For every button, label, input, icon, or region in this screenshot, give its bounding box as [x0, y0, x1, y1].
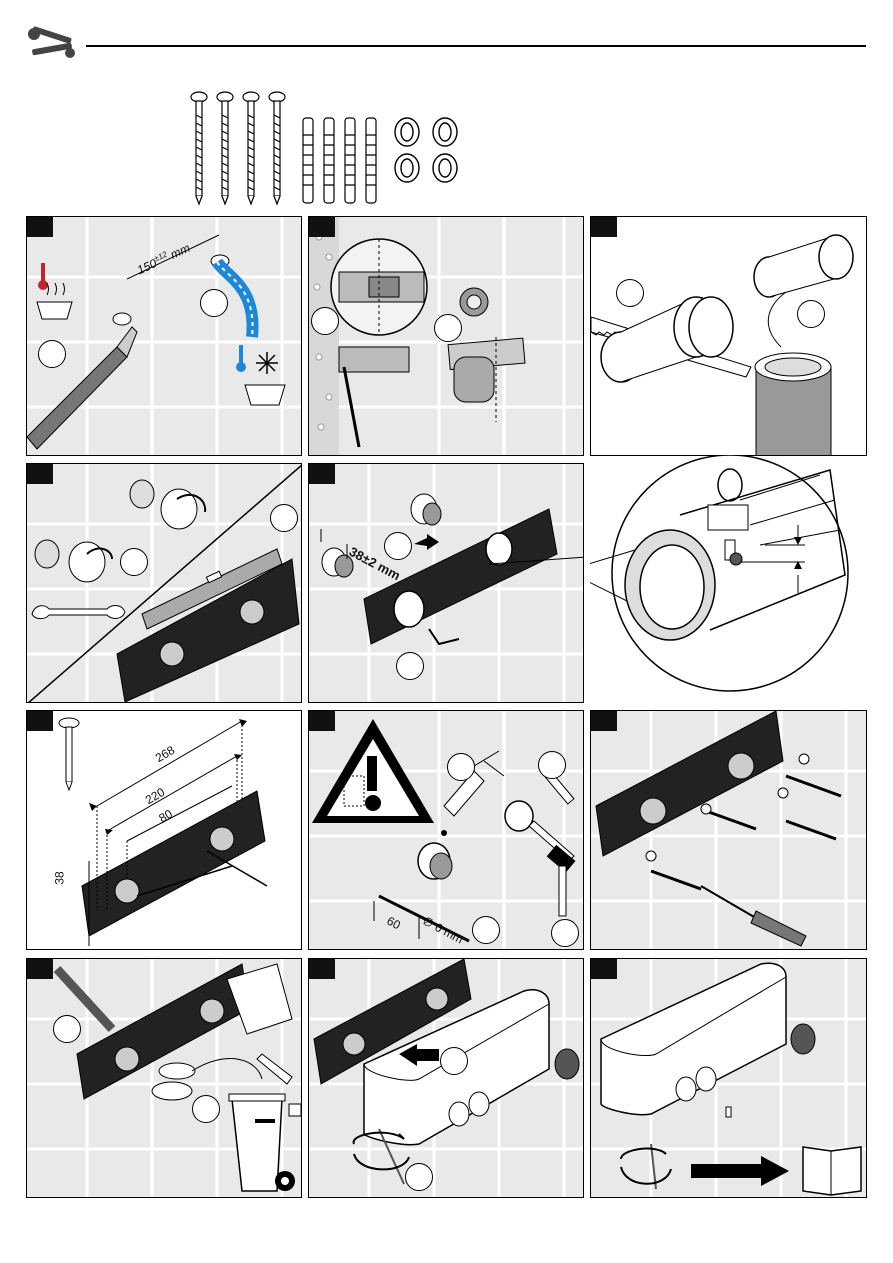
step-5-panel: 38±2 mm [308, 463, 584, 703]
mounting-plate-icon [77, 964, 249, 1099]
step-badge [27, 464, 53, 484]
sub-step-badge [38, 340, 66, 368]
dim-38-label: 38 [53, 871, 67, 884]
sub-step-badge [396, 652, 424, 680]
step-badge [309, 959, 335, 979]
step-9-panel [26, 958, 302, 1198]
step-badge [591, 711, 617, 731]
sub-step-badge [434, 314, 462, 342]
sub-step-badge [192, 1095, 220, 1123]
step-badge [591, 217, 617, 237]
step-4-panel [26, 463, 302, 703]
sub-step-badge [270, 504, 298, 532]
sub-step-badge [440, 1047, 468, 1075]
arrow-right-icon [691, 1156, 789, 1186]
header-rule [86, 45, 866, 47]
screwdriver-icon [701, 886, 761, 921]
step-badge [309, 464, 335, 484]
sub-step-badge [447, 753, 475, 781]
mounting-plate-icon [82, 791, 265, 936]
sub-step-badge [797, 300, 825, 328]
manual-book-icon [803, 1147, 861, 1195]
sub-step-badge [311, 307, 339, 335]
step-8-panel [590, 710, 867, 950]
wrench-icon [32, 606, 125, 619]
detail-circle [590, 455, 890, 700]
snowflake-icon [256, 352, 278, 374]
step-2-panel [308, 216, 584, 456]
mounting-plate-icon [596, 711, 783, 856]
parts-overview [185, 85, 465, 210]
sub-step-badge [200, 289, 228, 317]
sub-step-badge [551, 919, 579, 947]
sub-step-badge [616, 279, 644, 307]
trash-bin-icon [232, 1099, 282, 1191]
cold-water-icon [245, 385, 285, 405]
tools-icon [26, 26, 78, 60]
dowel-icons [303, 118, 376, 203]
step-badge [27, 217, 53, 237]
step-badge [591, 959, 617, 979]
step-7-panel: 60 ∅ 6 mm [308, 710, 584, 950]
sub-step-badge [384, 532, 412, 560]
sub-step-badge [53, 1015, 81, 1043]
step-badge [27, 711, 53, 731]
step-1-panel: 150±12 mm [26, 216, 302, 456]
step-6-panel: 268 220 80 38 [26, 710, 302, 950]
step-badge [27, 959, 53, 979]
step-10-panel [308, 958, 584, 1198]
step-badge [309, 217, 335, 237]
step-badge [309, 711, 335, 731]
sub-step-badge [538, 751, 566, 779]
screw-icon [59, 718, 79, 790]
sub-step-badge [120, 548, 148, 576]
sub-step-badge [472, 916, 500, 944]
sub-step-badge [405, 1163, 433, 1191]
plug-icon [454, 357, 494, 402]
step-3-panel [590, 216, 867, 456]
hot-water-icon [37, 302, 72, 319]
o-ring-icons [395, 118, 457, 182]
step-11-panel [590, 958, 867, 1198]
screw-icons [191, 92, 285, 204]
